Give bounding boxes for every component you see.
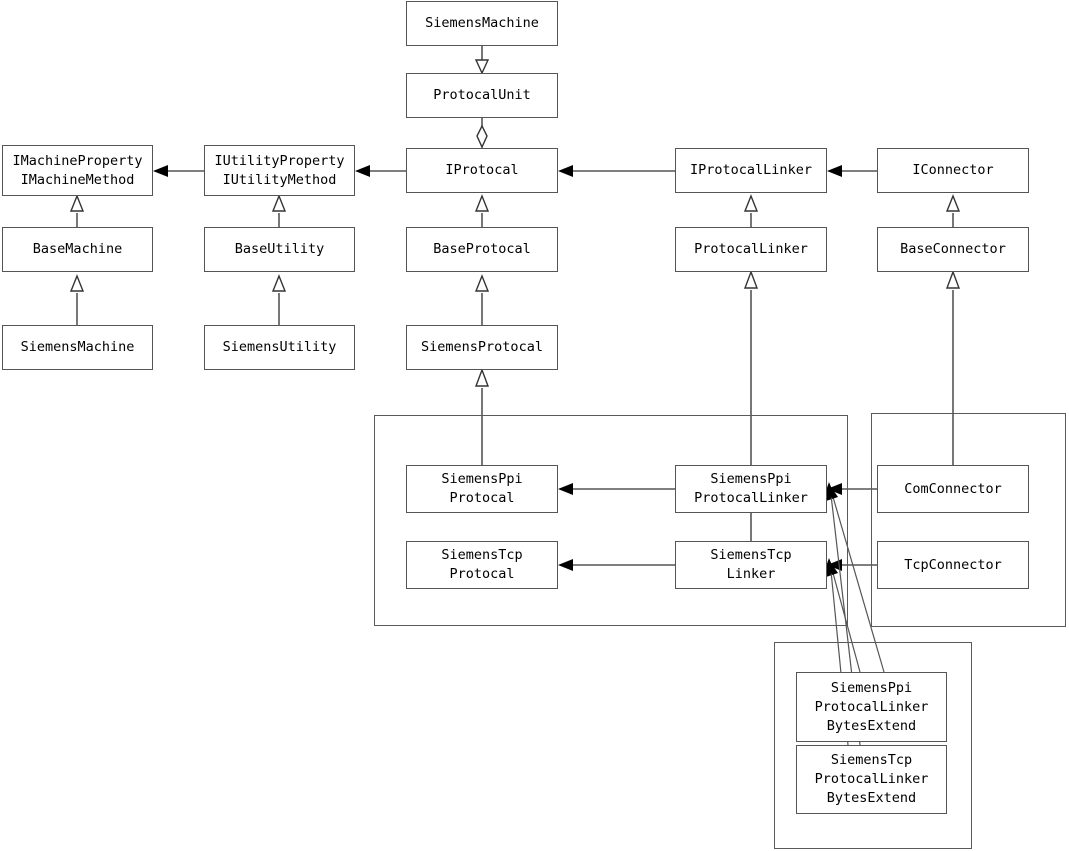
class-box-siemens-protocal[interactable]: SiemensProtocal [406,325,558,370]
group-connector-impl [871,413,1066,627]
class-box-iutility-property[interactable]: IUtilityProperty IUtilityMethod [204,145,355,196]
class-box-siemens-ppi-protocal[interactable]: SiemensPpi Protocal [406,465,558,513]
class-box-tcp-connector[interactable]: TcpConnector [877,541,1029,589]
group-protocal-impl [374,415,848,626]
class-label: ComConnector [904,480,1002,497]
class-box-protocal-unit[interactable]: ProtocalUnit [406,73,558,118]
association-arrow-iprotocallinker [827,165,842,177]
generalization-arrow-baseprotocal [474,274,490,292]
class-box-iconnector[interactable]: IConnector [877,148,1029,193]
class-label: BaseConnector [900,241,1006,257]
class-box-imachine-property[interactable]: IMachineProperty IMachineMethod [2,145,153,196]
class-label: BaseUtility [234,241,325,257]
generalization-arrow-protocalunit [474,59,490,75]
class-box-base-utility[interactable]: BaseUtility [204,227,355,272]
generalization-arrow-protocallinker-ppi [743,270,759,289]
class-label: SiemensPpi Protocal [441,471,523,506]
generalization-arrow-baseutility [271,274,287,292]
class-box-siemens-machine[interactable]: SiemensMachine [2,325,153,370]
class-box-protocal-linker[interactable]: ProtocalLinker [675,227,827,272]
generalization-arrow-iprotocal-2 [474,194,490,212]
class-box-siemens-tcp-protocal-linker-bytes-extend[interactable]: SiemensTcp ProtocalLinker BytesExtend [796,745,947,814]
generalization-arrow-iprotocallinker [743,194,759,212]
class-label: IMachineProperty IMachineMethod [12,152,143,188]
class-label: SiemensProtocal [421,339,543,355]
class-box-siemens-machine-top[interactable]: SiemensMachine [406,1,558,46]
generalization-arrow-iutility-property [271,194,287,212]
class-label: ProtocalLinker [694,241,808,257]
generalization-arrow-basemachine [69,274,85,292]
class-box-iprotocal-linker[interactable]: IProtocalLinker [675,148,827,193]
association-arrow-iprotocal [558,165,573,177]
association-arrow-imachine-property [153,165,168,177]
class-label: SiemensTcp Linker [710,547,792,582]
class-label: BaseMachine [32,241,123,257]
class-label: SiemensPpi ProtocalLinker [694,471,808,506]
class-box-siemens-tcp-protocal[interactable]: SiemensTcp Protocal [406,541,558,589]
class-label: IUtilityProperty IUtilityMethod [214,152,345,188]
class-label: BaseProtocal [433,241,531,257]
class-label: TcpConnector [904,556,1002,573]
class-label: SiemensMachine [425,15,539,31]
class-label: SiemensTcp Protocal [441,547,523,582]
generalization-arrow-siemensprotocal [474,368,490,387]
class-label: SiemensTcp ProtocalLinker BytesExtend [814,752,929,806]
class-label: ProtocalUnit [433,87,531,103]
class-label: IConnector [912,162,994,178]
class-box-siemens-ppi-protocal-linker-bytes-extend[interactable]: SiemensPpi ProtocalLinker BytesExtend [796,672,947,742]
class-box-siemens-utility[interactable]: SiemensUtility [204,325,355,370]
class-label: SiemensUtility [222,339,337,355]
generalization-arrow-imachine-property [69,194,85,212]
generalization-arrow-iconnector [945,194,961,212]
aggregation-diamond-iprotocal [476,124,488,149]
class-box-base-protocal[interactable]: BaseProtocal [406,227,558,272]
class-label: IProtocalLinker [690,162,812,178]
association-arrow-iutility-property [355,165,370,177]
class-label: IProtocal [445,162,519,178]
class-label: SiemensPpi ProtocalLinker BytesExtend [814,679,929,734]
class-box-base-machine[interactable]: BaseMachine [2,227,153,272]
class-label: SiemensMachine [20,339,135,355]
class-box-iprotocal[interactable]: IProtocal [406,148,558,193]
class-box-siemens-ppi-protocal-linker[interactable]: SiemensPpi ProtocalLinker [675,465,827,513]
class-box-siemens-tcp-linker[interactable]: SiemensTcp Linker [675,541,827,589]
class-box-base-connector[interactable]: BaseConnector [877,227,1029,272]
class-box-com-connector[interactable]: ComConnector [877,465,1029,513]
group-bytes-extend [774,642,972,849]
generalization-arrow-baseconnector [945,270,961,289]
